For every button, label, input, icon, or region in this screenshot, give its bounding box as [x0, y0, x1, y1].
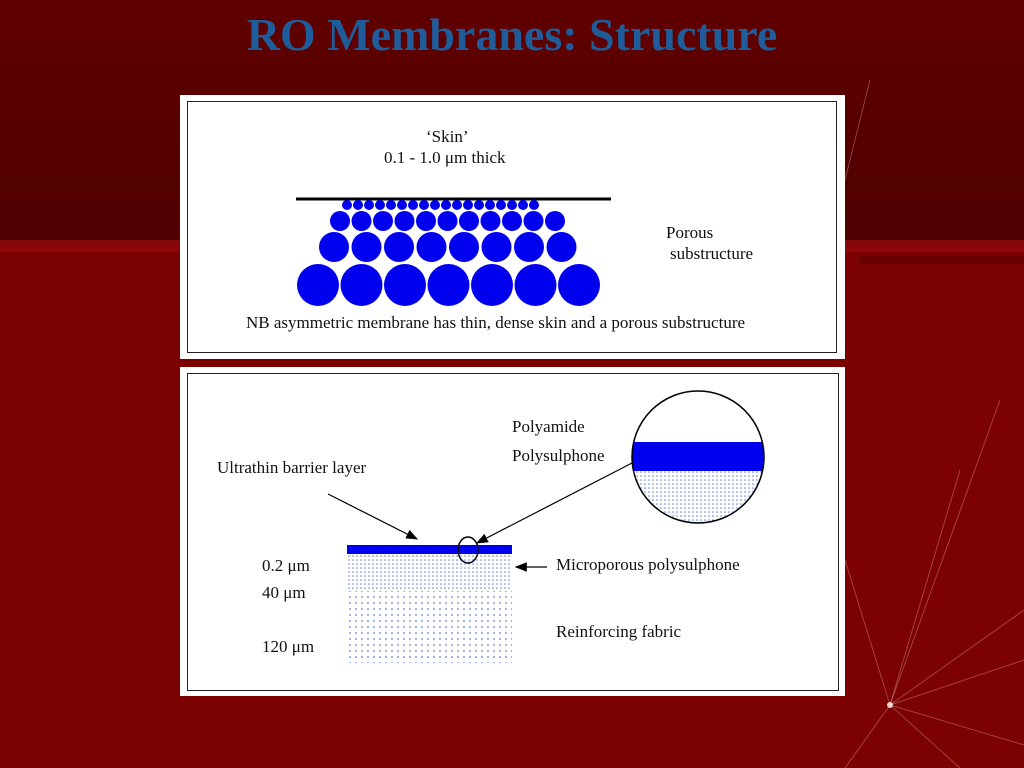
magnified-polysulphone: [632, 471, 764, 523]
pore-circle: [319, 232, 349, 262]
microporous-layer: [347, 553, 512, 591]
pore-circle: [459, 211, 479, 231]
pore-circle: [375, 200, 385, 210]
panel-border: [187, 373, 839, 691]
pore-circle: [342, 200, 352, 210]
dim-barrier-label: 0.2 μm: [262, 556, 310, 575]
pore-circle: [463, 200, 473, 210]
pore-circle: [471, 264, 513, 306]
barrier-layer: [347, 545, 512, 554]
pore-circle: [351, 211, 372, 231]
pore-circle: [419, 200, 429, 210]
pore-circle: [397, 200, 407, 210]
pore-circle: [480, 211, 501, 231]
pore-circle: [430, 200, 440, 210]
pore-circle: [416, 211, 436, 231]
fabric-layer: [347, 591, 512, 663]
pore-circle: [496, 200, 506, 210]
pore-circle: [416, 232, 447, 262]
pore-circle: [384, 232, 414, 262]
polysulphone-label: Polysulphone: [512, 446, 605, 465]
skin-thickness-label: 0.1 - 1.0 μm thick: [384, 148, 506, 167]
porous-label: Porous: [666, 223, 714, 242]
pore-circle: [481, 232, 512, 262]
barrier-layer-label: Ultrathin barrier layer: [217, 458, 367, 477]
pore-circle: [449, 232, 479, 262]
pore-circle: [351, 232, 382, 262]
slide-title: RO Membranes: Structure: [246, 9, 778, 60]
pore-circle: [514, 232, 544, 262]
skin-label: ‘Skin’: [426, 127, 469, 146]
pore-circle: [330, 211, 350, 231]
pore-circle: [529, 200, 539, 210]
membrane-caption: NB asymmetric membrane has thin, dense s…: [246, 313, 746, 332]
pore-circle: [364, 200, 374, 210]
background-stripe-right: [860, 256, 1024, 264]
pore-circle: [452, 200, 462, 210]
pore-circle: [441, 200, 451, 210]
pore-circle: [384, 264, 426, 306]
pore-circle: [437, 211, 458, 231]
pore-circle: [394, 211, 415, 231]
pore-circle: [297, 264, 339, 306]
pore-circle: [373, 211, 393, 231]
magnify-spot: [457, 536, 479, 564]
magnifier-circle: [631, 390, 765, 524]
pore-circle: [545, 211, 565, 231]
barrier-arrow: [327, 493, 419, 540]
pore-circle: [408, 200, 418, 210]
pore-circle: [485, 200, 495, 210]
dim-microporous-label: 40 μm: [262, 583, 306, 602]
microporous-label: Microporous polysulphone: [556, 555, 740, 574]
asymmetric-membrane-panel: ‘Skin’ 0.1 - 1.0 μm thick Porous substru…: [180, 95, 845, 359]
dim-fabric-label: 120 μm: [262, 637, 315, 656]
polyamide-label: Polyamide: [512, 417, 585, 436]
pore-circle: [427, 264, 470, 306]
porous-substructure-diagram: [296, 197, 611, 306]
pore-circle: [502, 211, 522, 231]
pore-circle: [558, 264, 600, 306]
pore-circle: [353, 200, 363, 210]
composite-membrane-diagram: [327, 390, 765, 663]
fabric-label: Reinforcing fabric: [556, 622, 682, 641]
magnifier-arrow: [475, 462, 633, 544]
pore-circle: [523, 211, 544, 231]
composite-membrane-panel: Polyamide Polysulphone Ultrathin barrier…: [180, 367, 845, 696]
pore-circle: [514, 264, 557, 306]
pore-circle: [518, 200, 528, 210]
pore-circle: [340, 264, 383, 306]
pore-circle: [474, 200, 484, 210]
pore-circle: [386, 200, 396, 210]
panel-border: [187, 101, 837, 353]
pore-circle: [507, 200, 517, 210]
magnified-polyamide: [632, 442, 764, 471]
pore-circle: [546, 232, 577, 262]
substructure-label: substructure: [670, 244, 754, 263]
